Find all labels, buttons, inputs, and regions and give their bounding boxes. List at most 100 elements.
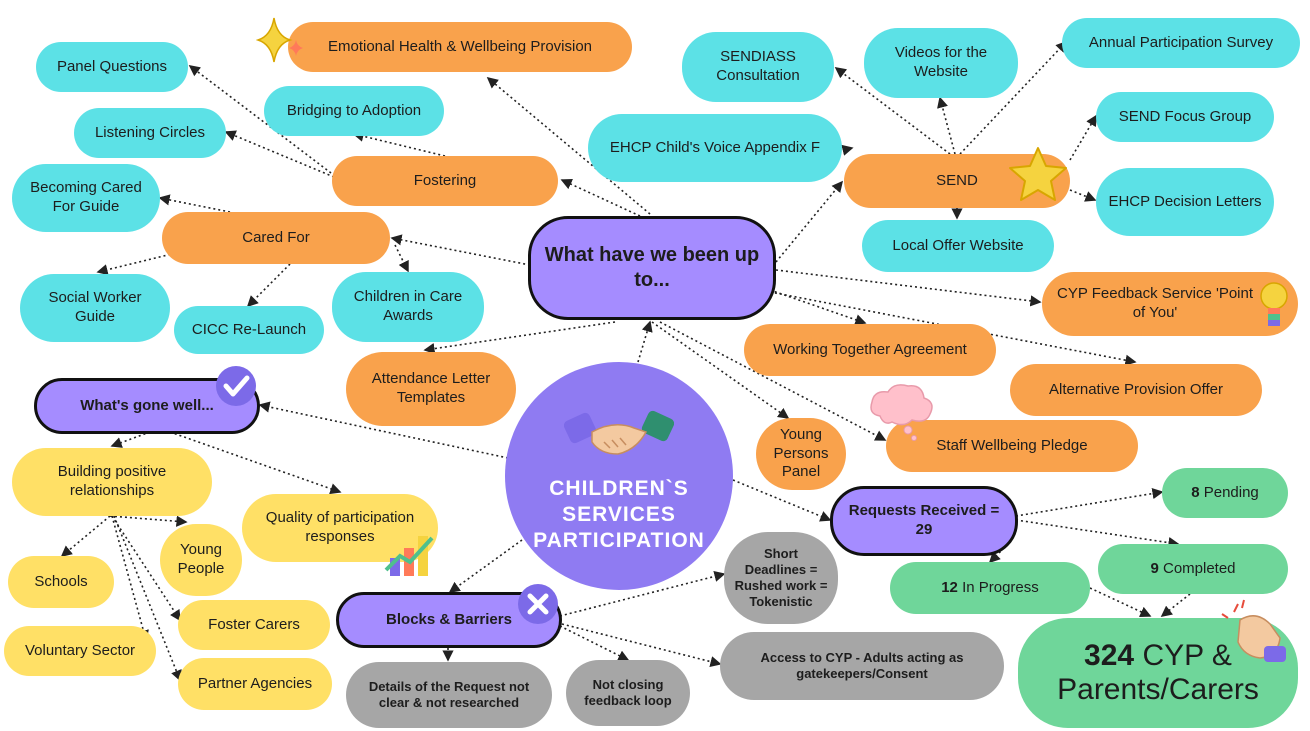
growth-chart-icon [384, 536, 434, 576]
fostering-node: Fostering [332, 156, 558, 206]
sendiass-node: SENDIASS Consultation [682, 32, 834, 102]
center-node: CHILDREN`S SERVICES PARTICIPATION [505, 362, 733, 590]
videos-website-node: Videos for the Website [864, 28, 1018, 98]
link-requests-completed [1015, 519, 1180, 549]
center-title-line3: PARTICIPATION [533, 529, 705, 553]
link-send-decision [1069, 189, 1097, 202]
details-request-node: Details of the Request not clear & not r… [346, 662, 552, 728]
clapping-hands-icon [1221, 599, 1286, 662]
pending-label: Pending [1199, 483, 1259, 501]
link-hub-attendance [423, 321, 616, 355]
partner-agencies-node: Partner Agencies [178, 658, 332, 710]
link-requests-progress [988, 547, 1005, 564]
alternative-provision-node: Alternative Provision Offer [1010, 364, 1262, 416]
link-center-barriers [448, 539, 523, 593]
voluntary-sector-node: Voluntary Sector [4, 626, 156, 676]
cicc-relaunch-node: CICC Re-Launch [174, 306, 324, 354]
requests-node: Requests Received = 29 [830, 486, 1018, 556]
center-title-line2: SERVICES [562, 502, 676, 526]
link-hub-staff [659, 321, 887, 441]
link-gonewell-quality [169, 431, 342, 495]
link-building-voluntary [111, 515, 149, 642]
lightbulb-icon [1260, 282, 1288, 326]
total-label-line2: Parents/Carers [1057, 673, 1259, 706]
cyp-feedback-node: CYP Feedback Service 'Point of You' [1042, 272, 1298, 336]
completed-count: 9 [1150, 559, 1159, 577]
young-persons-panel-node: Young Persons Panel [756, 418, 846, 490]
cared-for-node: Cared For [162, 212, 390, 264]
panel-questions-node: Panel Questions [36, 42, 188, 92]
link-building-young [109, 515, 188, 527]
cross-icon [518, 584, 558, 624]
link-send-videos [937, 96, 956, 155]
link-building-foster [111, 515, 181, 622]
progress-label: In Progress [957, 578, 1039, 596]
send-node: SEND [844, 154, 1070, 208]
ehcp-decision-node: EHCP Decision Letters [1096, 168, 1274, 236]
social-worker-guide-node: Social Worker Guide [20, 274, 170, 342]
link-completed-total [1160, 593, 1191, 617]
pending-count: 8 [1191, 483, 1200, 501]
link-fostering-panel [188, 65, 336, 177]
link-hub-emotional [486, 76, 651, 215]
staff-wellbeing-node: Staff Wellbeing Pledge [886, 420, 1138, 472]
link-requests-pending [1015, 488, 1164, 517]
handshake-icon [564, 410, 674, 455]
link-barriers-notclosing [559, 625, 630, 661]
building-relationships-node: Building positive relationships [12, 448, 212, 516]
local-offer-node: Local Offer Website [862, 220, 1054, 272]
schools-node: Schools [8, 556, 114, 608]
bridging-adoption-node: Bridging to Adoption [264, 86, 444, 136]
link-cared-cicc [246, 263, 291, 308]
link-hub-fostering [560, 178, 641, 217]
link-gonewell-building [110, 431, 151, 448]
annual-survey-node: Annual Participation Survey [1062, 18, 1300, 68]
ehcp-voice-node: EHCP Child's Voice Appendix F [588, 114, 842, 182]
not-closing-loop-node: Not closing feedback loop [566, 660, 690, 726]
link-fostering-listening [224, 130, 335, 178]
link-cared-awards [394, 244, 409, 273]
link-progress-total [1089, 587, 1152, 618]
link-cared-social [96, 251, 181, 276]
link-center-hub [637, 320, 653, 363]
short-deadlines-node: Short Deadlines = Rushed work = Tokenist… [724, 532, 838, 624]
link-barriers-short [559, 570, 726, 617]
link-hub-caredfor [390, 234, 531, 266]
sparkle-icon [256, 17, 303, 63]
link-send-ehcpvoice [841, 144, 854, 156]
total-reach-node: 324 CYP & Parents/Carers [1018, 618, 1298, 728]
link-hub-cypfeedback [775, 269, 1042, 307]
link-cared-becoming [158, 194, 231, 213]
link-fostering-bridging [352, 130, 446, 157]
foster-carers-node: Foster Carers [178, 600, 330, 650]
access-cyp-node: Access to CYP - Adults acting as gatekee… [720, 632, 1004, 700]
completed-label: Completed [1158, 559, 1236, 577]
attendance-letter-node: Attendance Letter Templates [346, 352, 516, 426]
link-center-gonewell [258, 401, 509, 459]
working-together-node: Working Together Agreement [744, 324, 996, 376]
center-title-line1: CHILDREN`S [549, 476, 689, 500]
children-in-care-awards-node: Children in Care Awards [332, 272, 484, 342]
link-building-schools [60, 515, 111, 558]
young-people-node: Young People [160, 524, 242, 596]
emotional-health-node: Emotional Health & Wellbeing Provision [288, 22, 632, 72]
link-send-focus [1069, 114, 1097, 161]
pending-node: 8 Pending [1162, 468, 1288, 518]
star-icon [1009, 147, 1067, 201]
becoming-cared-for-node: Becoming Cared For Guide [12, 164, 160, 232]
total-count: 324 [1084, 638, 1135, 672]
link-barriers-access [561, 623, 722, 668]
total-label: CYP & [1134, 638, 1232, 672]
completed-node: 9 Completed [1098, 544, 1288, 594]
link-send-annual [959, 40, 1068, 155]
progress-count: 12 [941, 578, 958, 596]
send-focus-node: SEND Focus Group [1096, 92, 1274, 142]
hub-node: What have we been up to... [528, 216, 776, 320]
thought-cloud-icon [870, 384, 933, 441]
link-hub-working [769, 289, 867, 326]
in-progress-node: 12 In Progress [890, 562, 1090, 614]
link-send-sendiass [834, 67, 951, 155]
check-icon [216, 366, 256, 406]
